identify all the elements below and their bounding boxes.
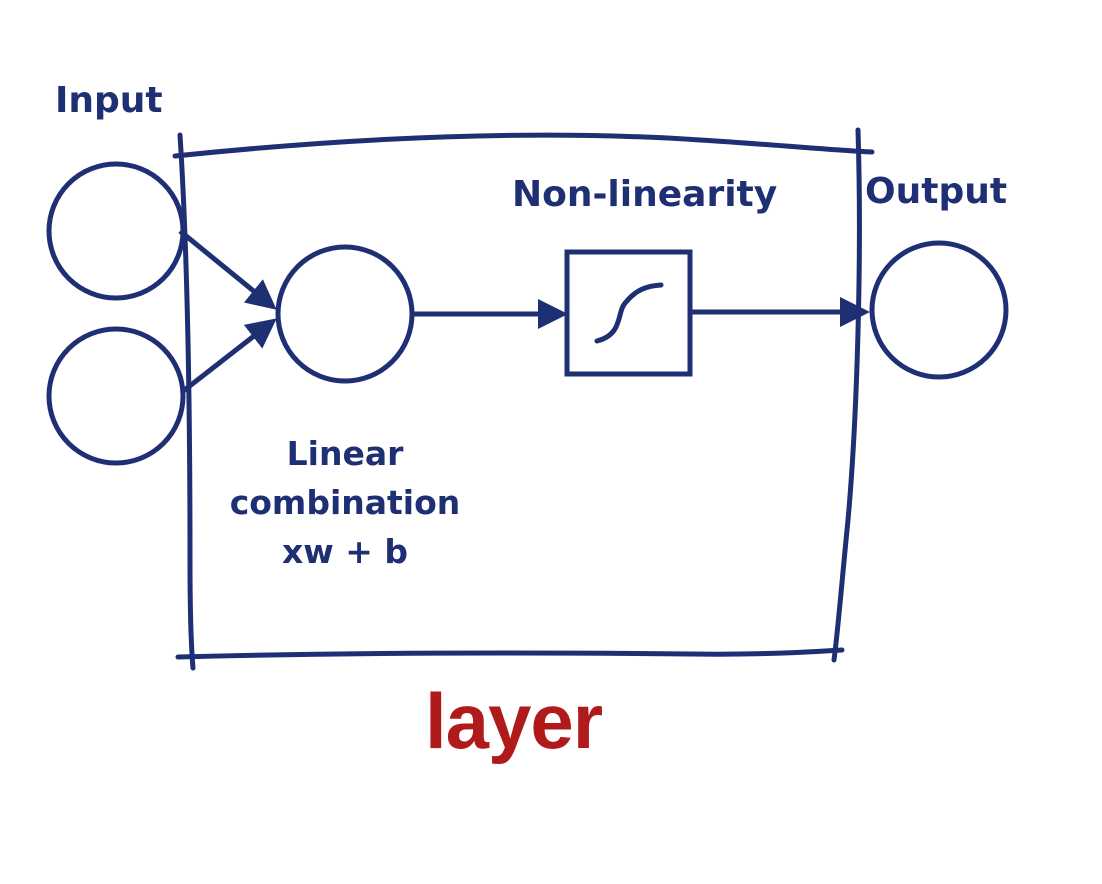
layer-frame-right: [831, 127, 862, 663]
input-neuron-bottom: [46, 326, 186, 466]
linear-combination-label: Linear combination xw + b: [210, 429, 480, 576]
layer-title: layer: [425, 677, 603, 765]
linear-combination-node: [275, 244, 415, 384]
input-neuron-top: [46, 161, 186, 301]
layer-frame-top: [172, 132, 875, 159]
layer-frame-bottom: [175, 647, 845, 660]
linear-label-line-3: xw + b: [281, 532, 409, 571]
edge-input-bottom-to-linear: [180, 318, 277, 394]
linear-label-line-1: Linear: [286, 434, 404, 473]
output-label: Output: [865, 171, 1008, 212]
edge-input-top-to-linear: [178, 229, 277, 310]
sigmoid-curve-icon: [594, 282, 664, 344]
linear-label-line-2: combination: [229, 483, 461, 522]
output-neuron: [869, 240, 1009, 380]
nonlinearity-label: Non-linearity: [512, 174, 778, 215]
activation-box: [564, 249, 693, 377]
input-label: Input: [55, 80, 163, 121]
